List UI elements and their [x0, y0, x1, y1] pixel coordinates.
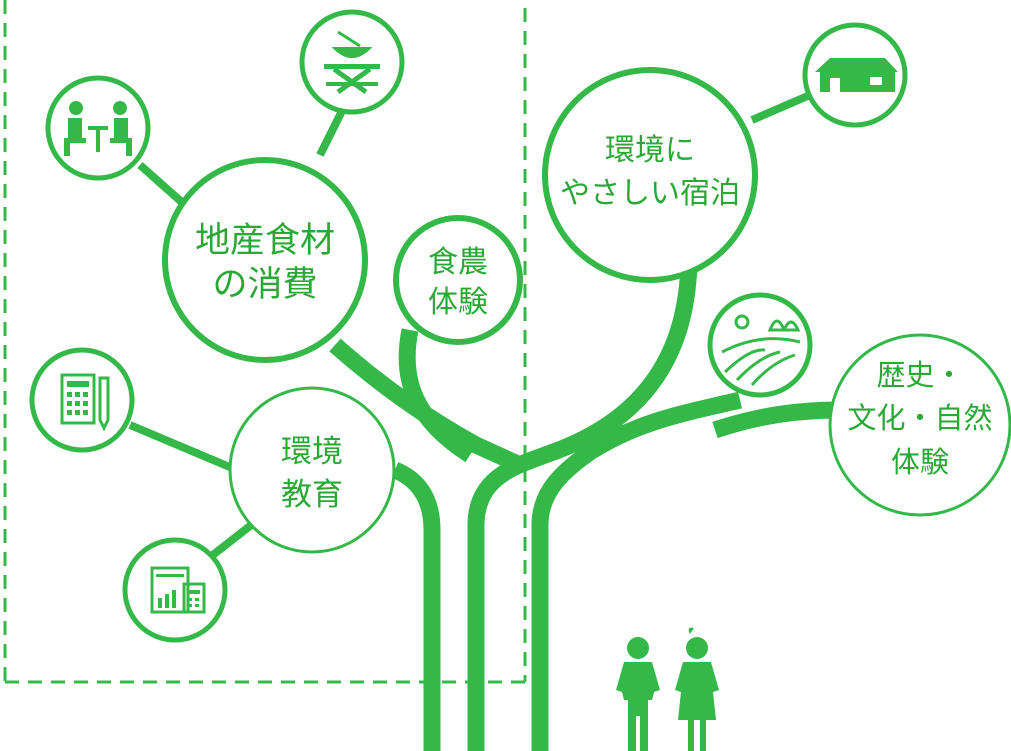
node-eco-lodging-line1: 環境に	[605, 133, 695, 168]
landscape-field-icon	[707, 292, 813, 398]
dashed-region	[3, 0, 527, 684]
node-farm-experience: 食農 体験	[393, 215, 523, 345]
node-history-culture-line3: 体験	[891, 445, 949, 479]
node-local-food: 地産食材 の消費	[162, 157, 368, 363]
node-farm-experience-line1: 食農	[428, 245, 488, 280]
node-eco-lodging: 環境に やさしい宿泊	[542, 67, 758, 283]
two-people-icon	[616, 627, 719, 751]
meeting-people-icon	[45, 75, 151, 181]
node-eco-lodging-line2: やさしい宿泊	[560, 176, 740, 211]
node-env-education-line2: 教育	[281, 477, 343, 513]
node-history-culture-line2: 文化・自然	[847, 401, 992, 435]
node-env-education: 環境 教育	[228, 386, 396, 554]
node-history-culture: 歴史・ 文化・自然 体験	[828, 333, 1011, 517]
calculator-document-icon	[29, 347, 135, 453]
node-local-food-line1: 地産食材	[195, 221, 335, 261]
node-history-culture-line1: 歴史・	[876, 358, 963, 392]
node-env-education-line1: 環境	[281, 434, 343, 470]
tree-branches	[329, 259, 841, 751]
chart-calculator-icon	[122, 537, 228, 643]
food-bowl-table-icon	[299, 9, 405, 115]
node-farm-experience-line2: 体験	[428, 285, 488, 320]
node-local-food-line2: の消費	[212, 265, 317, 305]
house-icon	[802, 22, 908, 128]
